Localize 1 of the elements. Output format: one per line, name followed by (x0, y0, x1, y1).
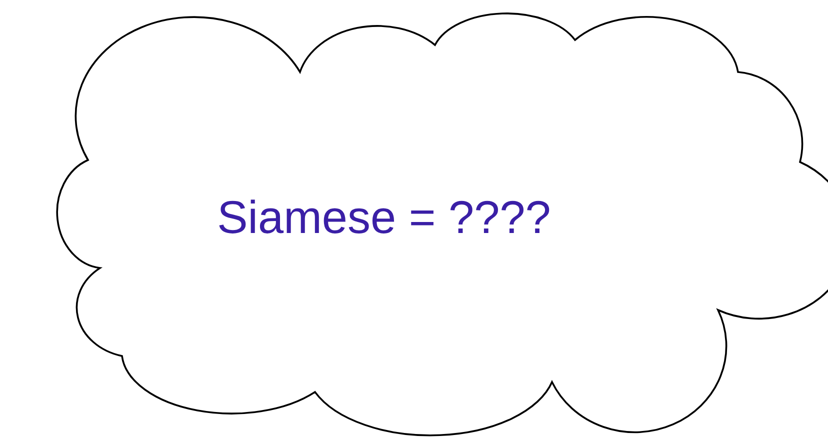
cloud-text: Siamese = ???? (217, 190, 551, 244)
